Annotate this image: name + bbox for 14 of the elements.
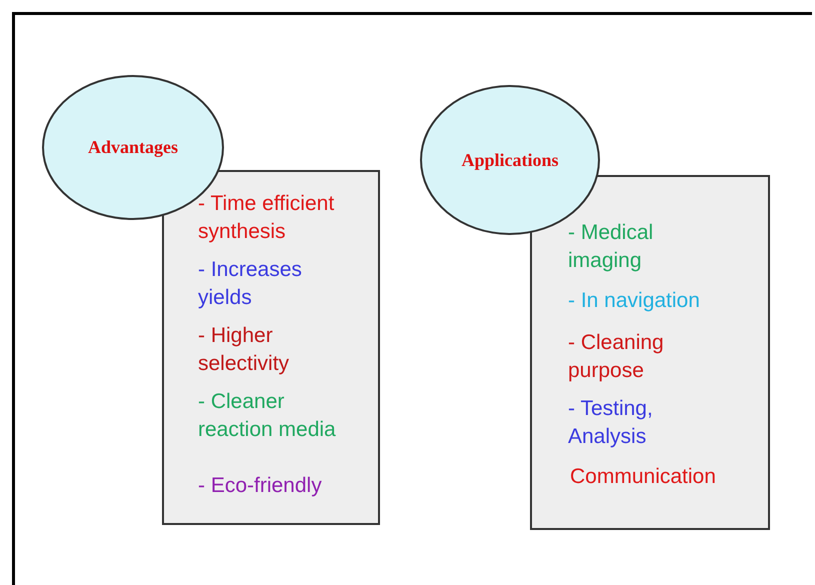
list-item: - Eco-friendly (198, 473, 323, 499)
list-item: - Time efficient synthesis (198, 191, 336, 245)
heading-text: Advantages (88, 137, 178, 158)
list-panel (530, 175, 770, 530)
list-panel (162, 170, 380, 525)
list-item: - In navigation (568, 288, 701, 314)
list-item: - Increases yields (198, 257, 303, 311)
list-item: - Medical imaging (568, 220, 654, 274)
list-item: - Cleaning purpose (568, 330, 665, 384)
heading-text: Applications (461, 150, 559, 170)
list-item: Communication (570, 464, 717, 490)
list-item: - Testing, Analysis (568, 396, 654, 450)
list-item: - Cleaner reaction media (198, 389, 337, 443)
list-item: - Higher selectivity (198, 323, 290, 377)
